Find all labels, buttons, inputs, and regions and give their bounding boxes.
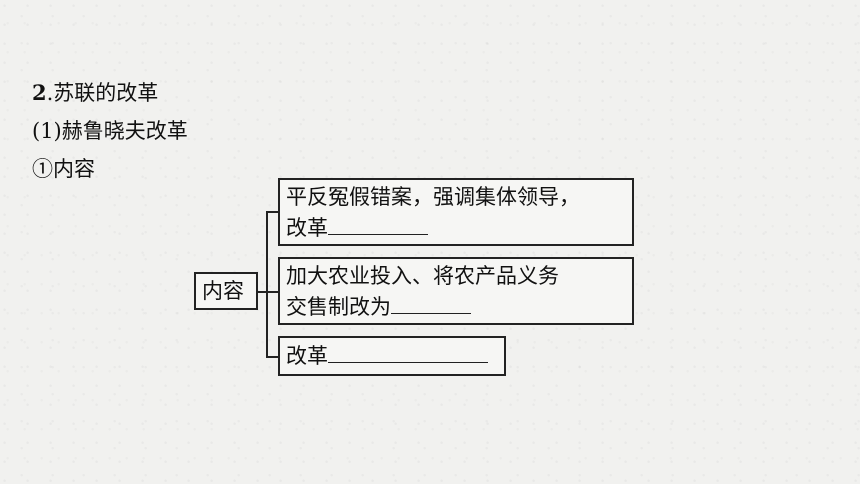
connector-branch-1 [266, 211, 278, 213]
fill-blank-2 [391, 291, 471, 314]
connector-vertical [266, 211, 268, 358]
branch-1-text: 改革 [286, 216, 328, 240]
branch-3-line-1: 改革 [280, 338, 504, 371]
branch-1-line-2: 改革 [280, 212, 632, 243]
section-number: 2 [32, 80, 47, 105]
connector-branch-2 [266, 291, 278, 293]
branch-2-line-2: 交售制改为 [280, 291, 632, 322]
diagram-root-label: 内容 [202, 279, 244, 303]
branch-2-line-1: 加大农业投入、将农产品义务 [286, 264, 559, 288]
branch-box-2: 加大农业投入、将农产品义务 交售制改为 [278, 257, 634, 325]
connector-branch-3 [266, 356, 278, 358]
section-title: .苏联的改革 [46, 81, 159, 105]
connector-stem [258, 291, 268, 293]
item-label: ①内容 [32, 157, 95, 181]
diagram-root-box: 内容 [194, 272, 258, 310]
fill-blank-3 [328, 340, 488, 363]
branch-1-line-1: 平反冤假错案，强调集体领导， [286, 185, 580, 209]
fill-blank-1 [328, 212, 428, 235]
section-heading: 2.苏联的改革 [32, 80, 158, 106]
branch-box-1: 平反冤假错案，强调集体领导， 改革 [278, 178, 634, 246]
subheading: (1)赫鲁晓夫改革 [32, 119, 188, 143]
branch-2-text: 交售制改为 [286, 295, 391, 319]
branch-box-3: 改革 [278, 336, 506, 376]
branch-3-text: 改革 [286, 344, 328, 368]
